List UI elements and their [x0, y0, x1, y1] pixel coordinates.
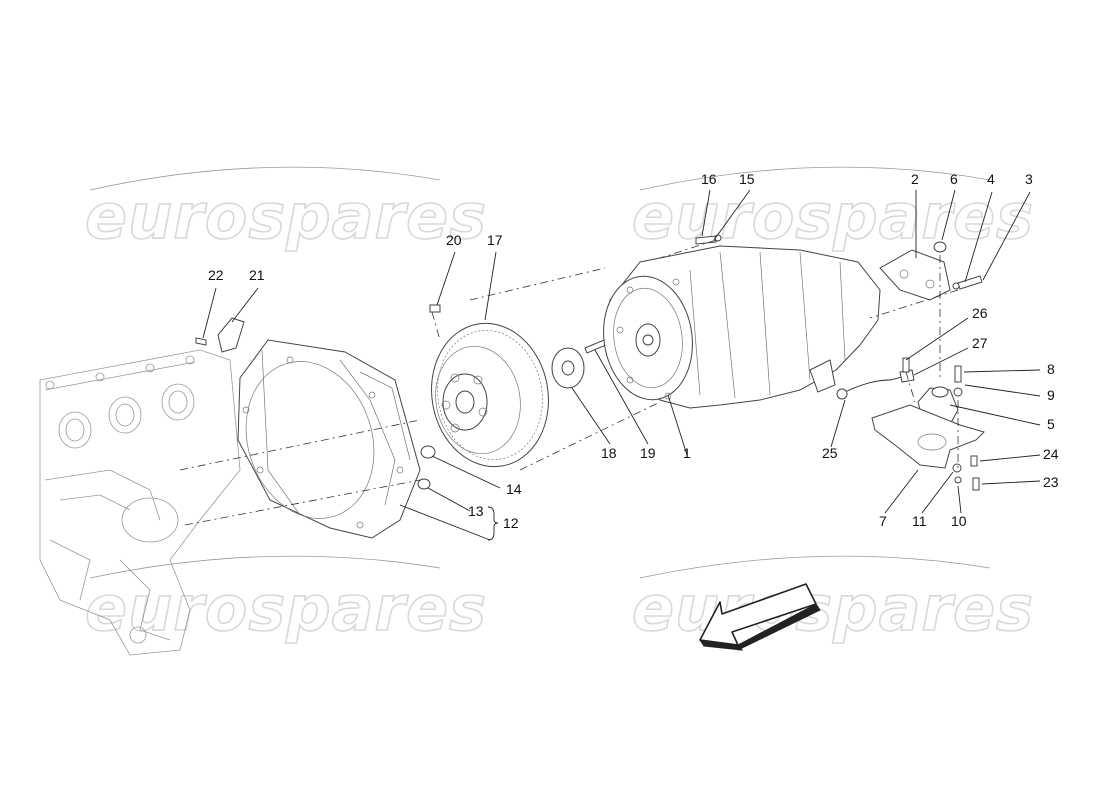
callout-9: 9: [1047, 387, 1055, 403]
callout-22: 22: [208, 267, 224, 283]
callout-20: 20: [446, 232, 462, 248]
callout-26: 26: [972, 305, 988, 321]
spacer-plate: [551, 347, 585, 389]
watermark-text: eurospares: [85, 180, 487, 253]
callout-16: 16: [701, 171, 717, 187]
callout-5: 5: [1047, 416, 1055, 432]
watermark-text: eurospares: [632, 180, 1034, 253]
engine-block: [39, 349, 241, 656]
watermark-text: eurospares: [632, 572, 1034, 645]
rear-mount-bracket: [879, 241, 983, 301]
callout-labels: 1 2 3 4 5 6 7 8 9 10 11 12 13 14 15 16 1…: [208, 171, 1059, 531]
callout-8: 8: [1047, 361, 1055, 377]
callout-23: 23: [1043, 474, 1059, 490]
flywheel-bolt: [429, 304, 441, 313]
callout-4: 4: [987, 171, 995, 187]
callout-21: 21: [249, 267, 265, 283]
callout-27: 27: [972, 335, 988, 351]
callout-11: 11: [912, 513, 927, 529]
callout-12: 12: [503, 515, 519, 531]
callout-3: 3: [1025, 171, 1033, 187]
callout-14: 14: [506, 481, 522, 497]
engine-mount: [871, 357, 985, 491]
alignment-lines: [179, 239, 959, 526]
callout-7: 7: [879, 513, 887, 529]
callout-2: 2: [911, 171, 919, 187]
sensor-cable: [836, 369, 915, 400]
gearbox: [603, 245, 881, 409]
dowel-pins: [417, 445, 436, 490]
callout-17: 17: [487, 232, 503, 248]
flywheel: [431, 322, 549, 468]
callout-24: 24: [1043, 446, 1059, 462]
callout-15: 15: [739, 171, 755, 187]
arrow-down-left-icon: [698, 583, 821, 651]
callout-10: 10: [951, 513, 967, 529]
bell-housing: [237, 339, 421, 539]
leader-lines: [202, 189, 1041, 541]
callout-18: 18: [601, 445, 617, 461]
callout-6: 6: [950, 171, 958, 187]
callout-1: 1: [683, 445, 691, 461]
callout-25: 25: [822, 445, 838, 461]
watermark-layer: eurospares eurospares eurospares eurospa…: [84, 166, 1034, 646]
cover-plate: [195, 317, 245, 353]
callout-13: 13: [468, 503, 484, 519]
callout-19: 19: [640, 445, 656, 461]
